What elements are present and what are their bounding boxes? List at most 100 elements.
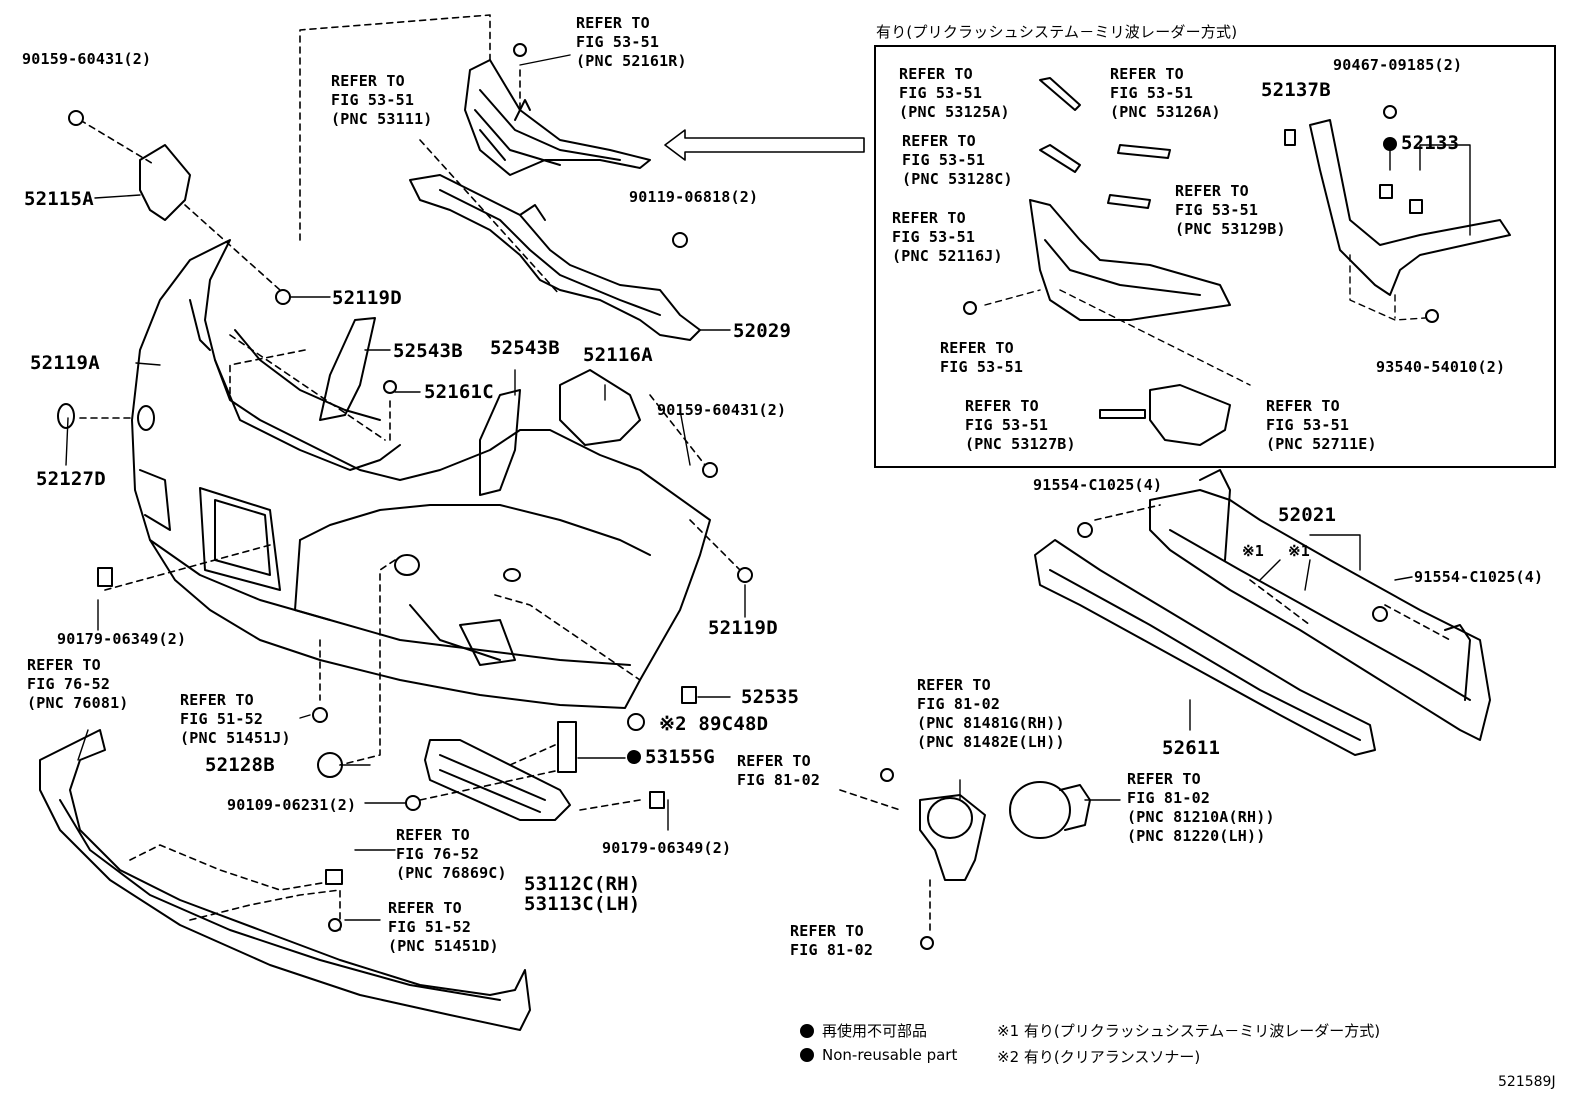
inset-drawing bbox=[963, 77, 1511, 446]
part-52127D: 52127D bbox=[36, 468, 106, 490]
legend-row-jp: 再使用不可部品 bbox=[800, 1020, 927, 1041]
legend-dot-en bbox=[800, 1048, 814, 1062]
pad-52543b-right-drawing bbox=[479, 389, 521, 496]
refer-81210A-3: (PNC 81210A(RH)) bbox=[1127, 808, 1275, 826]
part-52116A: 52116A bbox=[583, 344, 653, 366]
part-52543B-a: 52543B bbox=[393, 340, 463, 362]
refer-51451D-2: FIG 51-52 bbox=[388, 918, 472, 936]
upper-grille-drawing bbox=[464, 59, 651, 176]
part-90159-60431-a: 90159-60431(2) bbox=[22, 50, 152, 68]
refer-81481G-2: FIG 81-02 bbox=[917, 695, 1001, 713]
plug-52128b-drawing bbox=[317, 752, 343, 778]
legend-row-en: Non-reusable part bbox=[800, 1046, 957, 1064]
inset-refer-53129B-3: (PNC 53129B) bbox=[1175, 220, 1286, 238]
part-90179-06349-b: 90179-06349(2) bbox=[602, 839, 732, 857]
refer-81210A-2: FIG 81-02 bbox=[1127, 789, 1211, 807]
refer-52161R-2: FIG 53-51 bbox=[576, 33, 660, 51]
inset-refer-5351-2: FIG 53-51 bbox=[940, 358, 1024, 376]
refer-8102-a-2: FIG 81-02 bbox=[737, 771, 821, 789]
inset-refer-53126A-2: FIG 53-51 bbox=[1110, 84, 1194, 102]
part-91554-C1025-a: 91554-C1025(4) bbox=[1033, 476, 1163, 494]
legend-non-reusable-jp: 再使用不可部品 bbox=[822, 1022, 928, 1040]
legend-non-reusable-en: Non-reusable part bbox=[822, 1046, 958, 1064]
part-90159-60431-b: 90159-60431(2) bbox=[657, 401, 787, 419]
legend-dot-jp bbox=[800, 1024, 814, 1038]
refer-76081-3: (PNC 76081) bbox=[27, 694, 129, 712]
refer-76869C-3: (PNC 76869C) bbox=[396, 864, 507, 882]
refer-76869C-1: REFER TO bbox=[396, 826, 470, 844]
inset-refer-53128C-1: REFER TO bbox=[902, 132, 976, 150]
part-53113C: 53113C(LH) bbox=[524, 893, 641, 915]
part-52115A: 52115A bbox=[24, 188, 94, 210]
refer-53111-2: FIG 53-51 bbox=[331, 91, 415, 109]
inset-title: 有り(プリクラッシュシステム－ミリ波レーダー方式) bbox=[876, 23, 1238, 41]
legend-note1: ※1 有り(プリクラッシュシステム－ミリ波レーダー方式) bbox=[997, 1022, 1381, 1040]
inset-refer-53126A-1: REFER TO bbox=[1110, 65, 1184, 83]
part-53112C: 53112C(RH) bbox=[524, 873, 641, 895]
fog-bezel-drawing bbox=[919, 794, 986, 881]
refer-76081-2: FIG 76-52 bbox=[27, 675, 111, 693]
non-reusable-dot-53155G bbox=[627, 750, 641, 764]
refer-51451D-3: (PNC 51451D) bbox=[388, 937, 499, 955]
part-89C48D: ※2 89C48D bbox=[659, 713, 769, 735]
refer-81481G-4: (PNC 81482E(LH)) bbox=[917, 733, 1065, 751]
upper-retainer-drawing bbox=[409, 174, 701, 341]
refer-52161R-1: REFER TO bbox=[576, 14, 650, 32]
refer-51451J-3: (PNC 51451J) bbox=[180, 729, 291, 747]
refer-52161R-3: (PNC 52161R) bbox=[576, 52, 687, 70]
bracket-52116a-drawing bbox=[559, 369, 641, 446]
refer-81481G-3: (PNC 81481G(RH)) bbox=[917, 714, 1065, 732]
refer-53111-3: (PNC 53111) bbox=[331, 110, 433, 128]
non-reusable-dot-52133 bbox=[1383, 137, 1397, 151]
part-90119-06818: 90119-06818(2) bbox=[629, 188, 759, 206]
inset-refer-53127B-1: REFER TO bbox=[965, 397, 1039, 415]
inset-refer-52711E-3: (PNC 52711E) bbox=[1266, 435, 1377, 453]
dashed-leaders bbox=[79, 14, 1451, 936]
pad-52543b-left-drawing bbox=[319, 317, 376, 421]
part-52119D-b: 52119D bbox=[708, 617, 778, 639]
inset-part-90467: 90467-09185(2) bbox=[1333, 56, 1463, 74]
refer-8102-b-1: REFER TO bbox=[790, 922, 864, 940]
fog-lamp-drawing bbox=[1009, 781, 1071, 839]
bumper-cover-drawing bbox=[131, 239, 711, 709]
inset-refer-52116J-2: FIG 53-51 bbox=[892, 228, 976, 246]
refer-51451J-2: FIG 51-52 bbox=[180, 710, 264, 728]
fog-bezel-ring-drawing bbox=[927, 797, 973, 839]
legend-note2: ※2 有り(クリアランスソナー) bbox=[997, 1048, 1201, 1066]
diagram-code: 521589J bbox=[1498, 1074, 1556, 1090]
absorber-drawing bbox=[1034, 539, 1376, 756]
inset-part-52133: 52133 bbox=[1401, 132, 1460, 154]
refer-8102-a-1: REFER TO bbox=[737, 752, 811, 770]
refer-81210A-4: (PNC 81220(LH)) bbox=[1127, 827, 1266, 845]
inset-refer-53127B-3: (PNC 53127B) bbox=[965, 435, 1076, 453]
part-90179-06349-a: 90179-06349(2) bbox=[57, 630, 187, 648]
reinforcement-drawing bbox=[1149, 469, 1491, 741]
part-52029: 52029 bbox=[733, 320, 792, 342]
refer-76081-1: REFER TO bbox=[27, 656, 101, 674]
lower-spoiler-drawing bbox=[39, 729, 531, 1031]
inset-refer-53129B-1: REFER TO bbox=[1175, 182, 1249, 200]
refer-81481G-1: REFER TO bbox=[917, 676, 991, 694]
part-52161C: 52161C bbox=[424, 381, 494, 403]
inset-refer-53125A-1: REFER TO bbox=[899, 65, 973, 83]
solid-leaders bbox=[65, 54, 1413, 921]
inset-arrow-drawing bbox=[664, 129, 865, 161]
part-52119D-a: 52119D bbox=[332, 287, 402, 309]
cap-52127d-drawing bbox=[57, 403, 75, 429]
refer-8102-b-2: FIG 81-02 bbox=[790, 941, 874, 959]
part-52119A: 52119A bbox=[30, 352, 100, 374]
inset-refer-52116J-3: (PNC 52116J) bbox=[892, 247, 1003, 265]
inset-refer-52116J-1: REFER TO bbox=[892, 209, 966, 227]
refer-81210A-1: REFER TO bbox=[1127, 770, 1201, 788]
fog-lamp-back-drawing bbox=[1059, 784, 1091, 831]
inset-refer-5351-1: REFER TO bbox=[940, 339, 1014, 357]
fog-grille-drawing bbox=[424, 739, 571, 821]
refer-53111-1: REFER TO bbox=[331, 72, 405, 90]
note-x1-b: ※1 bbox=[1288, 542, 1310, 560]
part-52021: 52021 bbox=[1278, 504, 1337, 526]
inset-part-93540: 93540-54010(2) bbox=[1376, 358, 1506, 376]
part-91554-C1025-b: 91554-C1025(4) bbox=[1414, 568, 1544, 586]
part-90109-06231: 90109-06231(2) bbox=[227, 796, 357, 814]
